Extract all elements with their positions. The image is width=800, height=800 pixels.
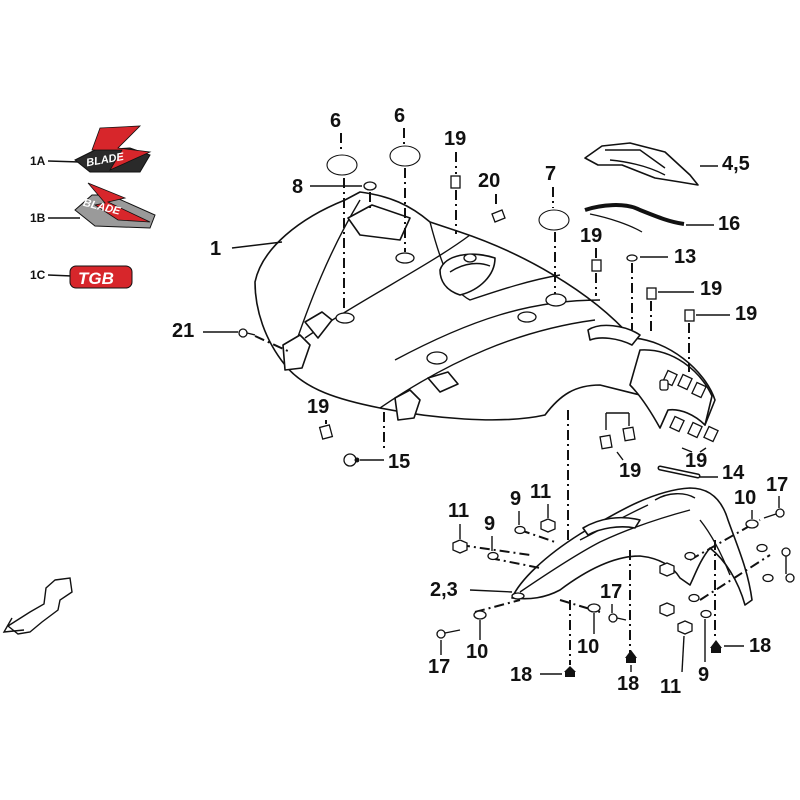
clip-19-top[interactable] [450,175,461,189]
washer-9-right[interactable] [684,551,712,619]
nut-11-top[interactable] [540,518,556,533]
callout-17-right: 17 [766,474,788,496]
rivet-18-right[interactable] [710,640,722,653]
callout-19-mid: 19 [580,225,602,247]
leader-1 [231,241,283,249]
decal-1b[interactable]: 1B BLADE [30,182,156,229]
top-cover[interactable] [584,142,699,186]
washer-9-top[interactable] [514,525,526,535]
bolt-15[interactable] [343,453,360,467]
washer-10-mid[interactable] [587,603,601,613]
nut-11-right[interactable] [659,562,693,635]
front-arrow-icon [2,577,73,635]
callout-1a: 1A [30,154,46,168]
callout-1: 1 [210,238,221,260]
front-fender[interactable] [511,487,753,606]
callout-2-3: 2,3 [430,579,458,601]
callout-17-lower-left: 17 [428,656,450,678]
decal-1b-z-shape [87,182,151,223]
callout-7: 7 [545,163,556,185]
callout-9-top: 9 [510,488,521,510]
cap-6-left[interactable] [326,154,358,176]
washer-10-right[interactable] [745,519,774,583]
decal-1c-badge [69,265,133,289]
callout-18-center: 18 [617,673,639,695]
leader-11-right [681,635,685,673]
callout-18-left: 18 [510,664,532,686]
axis-fender-right-lower [699,554,771,601]
clip-20[interactable] [491,209,506,223]
clip-19-mid[interactable] [591,259,602,272]
grommet-13[interactable] [626,254,638,262]
leader-1a [47,160,81,163]
callout-18-right: 18 [749,635,771,657]
bolt-17-mid[interactable] [608,613,627,623]
callout-19-pair-right: 19 [685,450,707,472]
washer-9-left[interactable] [487,551,499,561]
axis-fender-left-low [474,599,521,613]
screw-21[interactable] [238,328,256,338]
grommet-8[interactable] [363,181,377,191]
rivet-18-center[interactable] [625,650,637,663]
clip-19-right-upper[interactable] [646,287,657,300]
callout-11-top: 11 [530,481,551,503]
decal-1c[interactable]: 1C TGB [30,265,133,289]
callout-8: 8 [292,176,303,198]
callout-15: 15 [388,451,410,473]
cap-7[interactable] [538,209,570,231]
callout-11-right: 11 [660,676,681,698]
washer-10-lower-left[interactable] [473,610,487,620]
front-body-cover[interactable] [254,191,719,443]
leader-19-pair-right-b [699,447,707,453]
callout-4-5: 4,5 [722,153,750,175]
callout-19-top: 19 [444,128,466,150]
callout-1c: 1C [30,268,46,282]
seal-strip[interactable] [584,203,685,233]
callout-17-mid: 17 [600,581,622,603]
axis-fender-left-top [519,529,556,543]
callout-11-left: 11 [448,500,469,522]
decal-1a[interactable]: 1A BLADE [30,125,152,173]
callout-9-right: 9 [698,664,709,686]
callout-6-right: 6 [394,105,405,127]
leader-1c [47,274,73,277]
callout-19-right-upper: 19 [700,278,722,300]
callout-1b: 1B [30,211,46,225]
clip-19-right-lower[interactable] [684,309,695,322]
clip-19-lower-left[interactable] [318,424,334,440]
callout-6-left: 6 [330,110,341,132]
callout-19-right-lower: 19 [735,303,757,325]
callout-10-mid: 10 [577,636,599,658]
bolt-17-lower-left[interactable] [436,629,461,639]
axis-fender-left-upper [459,544,531,556]
clip-19-pair-left[interactable] [599,412,636,450]
rivet-18-left[interactable] [564,666,576,677]
axis-fender-left-mid [489,557,541,569]
nut-11-left[interactable] [452,539,468,554]
axis-21 [254,335,291,353]
bolt-17-right[interactable] [763,508,795,583]
cap-6-right[interactable] [389,145,421,167]
callout-19-pair-left: 19 [619,460,641,482]
decal-1c-text: TGB [78,269,114,288]
callout-20: 20 [478,170,500,192]
leader-2-3 [469,589,513,593]
leader-19-pair-right [681,447,693,453]
callout-16: 16 [718,213,740,235]
leader-19-pair-left [616,451,624,461]
callout-13: 13 [674,246,696,268]
callout-14: 14 [722,462,745,484]
callout-19-lower-left: 19 [307,396,329,418]
callout-10-right: 10 [734,487,756,509]
rod-14[interactable] [657,465,701,479]
callout-21: 21 [172,320,194,342]
callout-10-lower-left: 10 [466,641,488,663]
decal-1a-z-shape [91,125,152,171]
callout-9-left: 9 [484,513,495,535]
